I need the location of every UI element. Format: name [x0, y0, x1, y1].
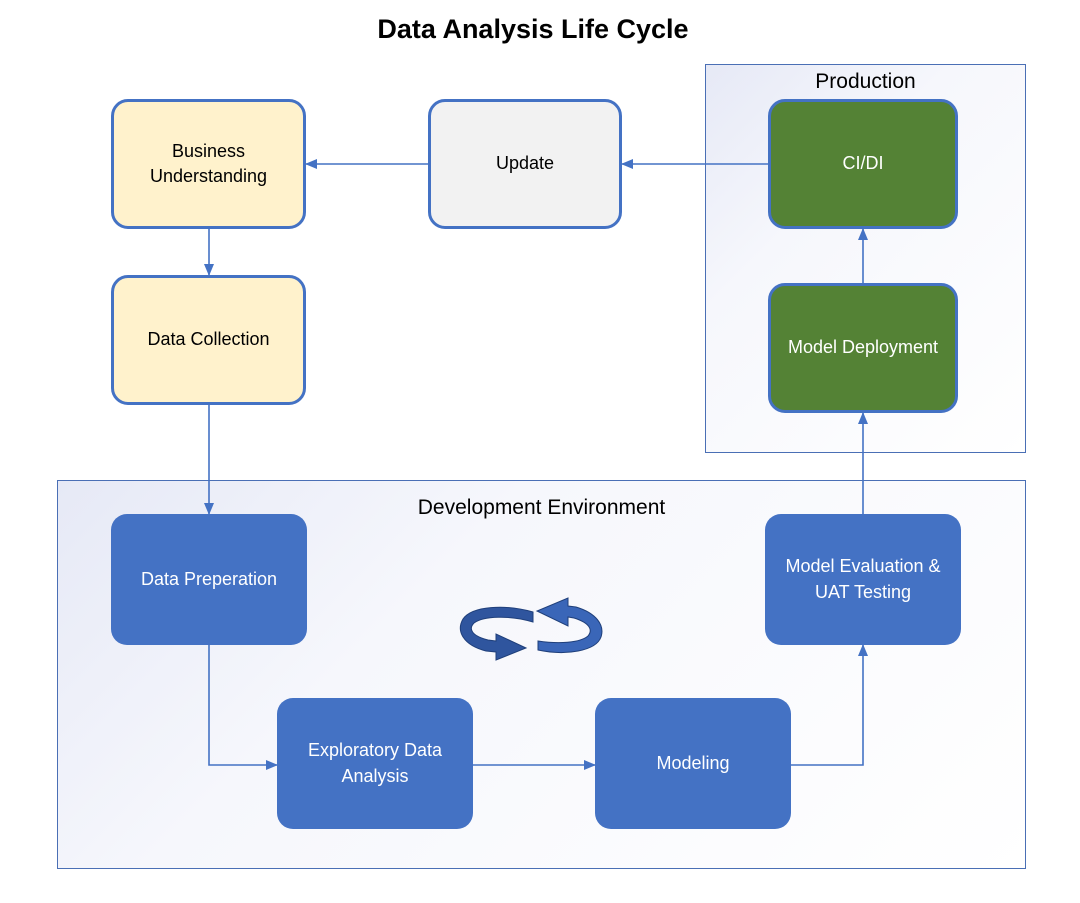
edge-data-preparation-to-eda [208, 645, 278, 770]
diagram-title: Data Analysis Life Cycle [377, 14, 689, 44]
node-data-collection: Data Collection [111, 275, 306, 405]
development-region-label: Development Environment [417, 496, 666, 519]
production-region-label: Production [815, 70, 916, 93]
node-ci-di: CI/DI [768, 99, 958, 229]
node-modeling: Modeling [595, 698, 791, 829]
node-business-understanding: Business Understanding [111, 99, 306, 229]
edge-modeling-to-model-evaluation [790, 644, 868, 766]
node-exploratory-data-analysis: Exploratory Data Analysis [277, 698, 473, 829]
node-data-preparation: Data Preperation [111, 514, 307, 645]
node-model-evaluation: Model Evaluation & UAT Testing [765, 514, 961, 645]
node-model-deployment: Model Deployment [768, 283, 958, 413]
node-update: Update [428, 99, 622, 229]
